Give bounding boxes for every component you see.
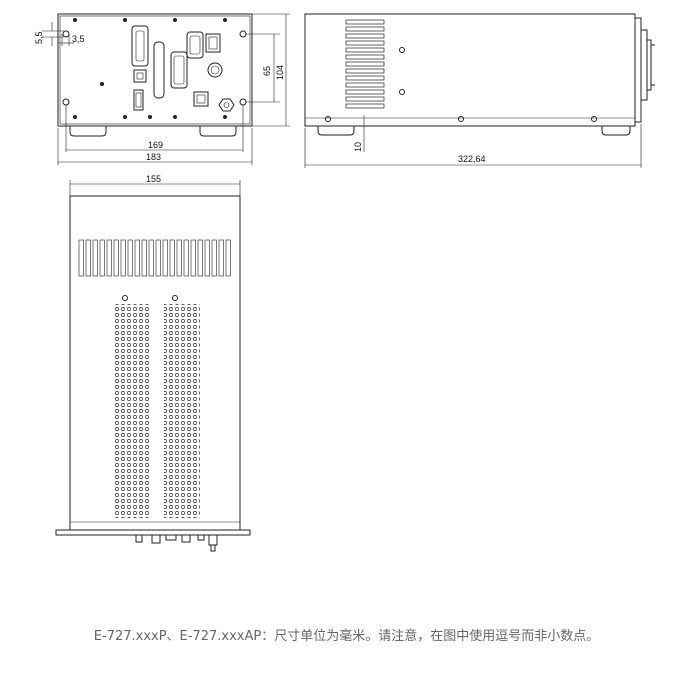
top-dimensions (69, 180, 241, 198)
perforation-area-left (113, 304, 149, 518)
ethernet-port-icon (193, 91, 209, 107)
screw-icon (399, 89, 405, 95)
top-view (55, 195, 251, 552)
usb-b-icon (133, 69, 147, 83)
db-connector-icon (131, 25, 149, 67)
mount-hole-icon (62, 98, 70, 106)
screw-icon (591, 116, 597, 122)
front-dimensions (42, 13, 290, 165)
dim-front-hole-v: 5,5 (34, 31, 44, 44)
foot-right (199, 126, 237, 137)
screw-icon (399, 47, 405, 53)
figure-caption: E-727.xxxP、E-727.xxxAP：尺寸单位为毫米。请注意，在图中使用… (93, 629, 600, 644)
side-vent-louvers (345, 19, 385, 109)
mount-hole-icon (62, 30, 70, 38)
power-switch-icon (205, 33, 221, 53)
screw-icon (172, 295, 178, 301)
front-view (57, 13, 253, 137)
ground-nut-icon (218, 98, 235, 112)
foot-left (69, 126, 107, 137)
dim-front-height: 104 (275, 65, 285, 80)
round-connector-icon (207, 62, 223, 78)
dim-front-hole-spacing: 65 (262, 66, 272, 76)
dim-side-length: 322,64 (458, 154, 486, 164)
side-view (304, 13, 655, 136)
usb-a-icon (133, 89, 144, 111)
screw-icon (325, 116, 331, 122)
top-housing-outline (69, 195, 241, 531)
parallel-connector-icon (153, 41, 165, 99)
side-foot-right (601, 126, 631, 136)
dim-top-width: 155 (146, 174, 161, 184)
front-plate-edge (55, 529, 251, 536)
screw-icon (122, 295, 128, 301)
dim-front-outer-width: 183 (146, 152, 161, 162)
dim-front-hole-h: 3,5 (72, 34, 85, 44)
dsub15-connector-icon (170, 51, 188, 89)
dimension-drawing: 5,5 3,5 65 104 169 183 (34, 13, 655, 552)
screw-icon (458, 116, 464, 122)
top-vent-louvers (78, 239, 231, 277)
front-panel-outline (57, 13, 253, 127)
side-dimensions (304, 115, 642, 168)
perforation-area-right (164, 304, 200, 518)
side-foot-left (317, 126, 355, 136)
mount-hole-icon (239, 30, 247, 38)
dim-side-foot: 10 (353, 142, 363, 152)
dsub9-connector-icon (186, 31, 204, 59)
mount-hole-icon (239, 98, 247, 106)
dim-front-inner-width: 169 (148, 140, 163, 150)
